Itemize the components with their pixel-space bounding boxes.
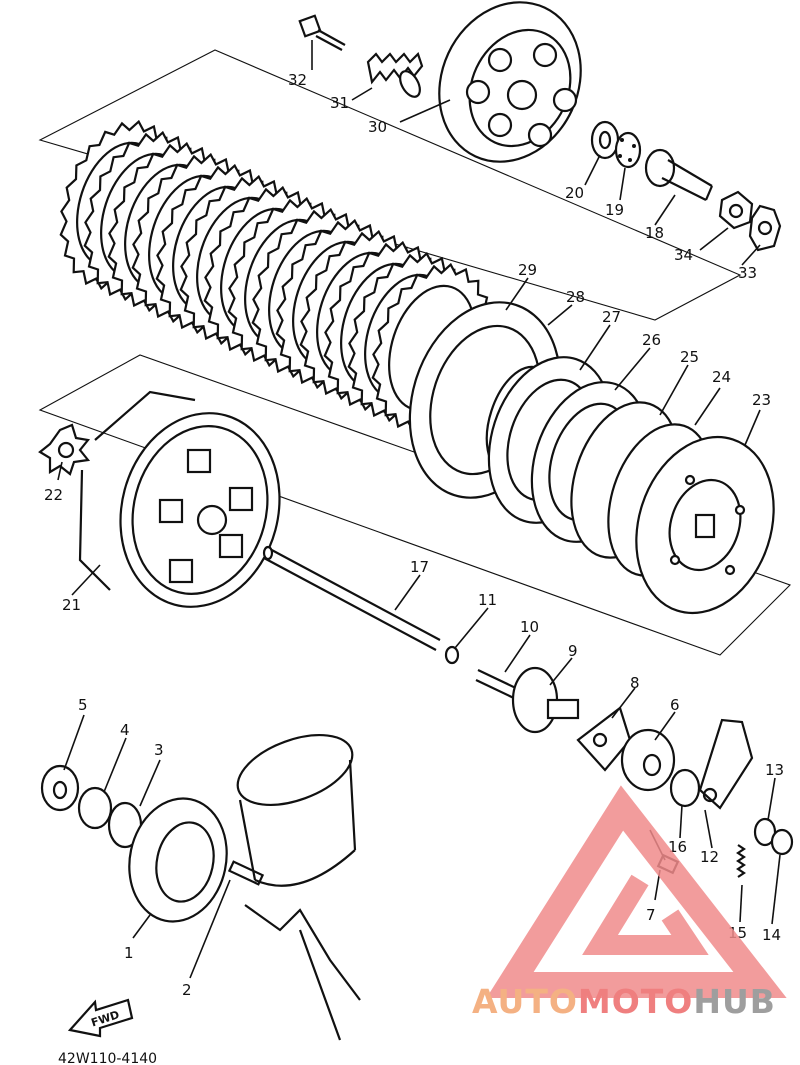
primary-drive-gear-1 bbox=[128, 797, 228, 923]
push-rod-17 bbox=[262, 545, 441, 651]
clutch-boss-23 bbox=[635, 435, 775, 615]
clutch-housing-21 bbox=[78, 390, 281, 608]
seal-6 bbox=[620, 728, 676, 792]
clutch-spring bbox=[366, 51, 424, 98]
callout-10: 10 bbox=[520, 618, 539, 636]
drawing-code: 42W110-4140 bbox=[58, 1051, 157, 1065]
push-rod-10 bbox=[475, 669, 521, 701]
callout-33: 33 bbox=[738, 264, 757, 282]
push-rod-18 bbox=[644, 148, 714, 201]
callout-29: 29 bbox=[518, 261, 537, 279]
callout-22: 22 bbox=[44, 486, 63, 504]
callout-3: 3 bbox=[154, 741, 164, 759]
plates-assembly-outline bbox=[38, 49, 742, 321]
automotohub-logo-icon bbox=[486, 785, 787, 998]
watermark-text: AUTOMOTOHUB bbox=[472, 982, 776, 1021]
washer-20 bbox=[590, 120, 620, 160]
watermark-moto: MOTO bbox=[578, 982, 693, 1021]
callout-25: 25 bbox=[680, 348, 699, 366]
crankshaft-outline bbox=[236, 734, 361, 1041]
watermark-hub: HUB bbox=[693, 982, 776, 1021]
pressure-plate bbox=[438, 1, 582, 163]
callout-30: 30 bbox=[368, 118, 387, 136]
callout-24: 24 bbox=[712, 368, 731, 386]
callout-34: 34 bbox=[674, 246, 693, 264]
callout-14: 14 bbox=[762, 926, 781, 944]
callout-labels: 1 2 3 4 5 6 7 8 9 10 11 12 13 14 15 16 1… bbox=[44, 71, 784, 999]
bearing-19 bbox=[614, 131, 642, 169]
callout-28: 28 bbox=[566, 288, 585, 306]
callout-9: 9 bbox=[568, 642, 578, 660]
hub-assembly-outline bbox=[38, 354, 792, 656]
nut-34 bbox=[718, 190, 754, 230]
forward-direction-arrow: FWD bbox=[67, 998, 134, 1038]
callout-1: 1 bbox=[124, 944, 134, 962]
callout-19: 19 bbox=[605, 201, 624, 219]
watermark-auto: AUTO bbox=[472, 982, 578, 1021]
lock-washer-33 bbox=[748, 204, 782, 252]
spring-15 bbox=[736, 844, 746, 878]
callout-18: 18 bbox=[645, 224, 664, 242]
callout-27: 27 bbox=[602, 308, 621, 326]
callout-31: 31 bbox=[330, 94, 349, 112]
nut-14 bbox=[770, 828, 794, 856]
callout-2: 2 bbox=[182, 981, 192, 999]
push-lever-9 bbox=[511, 666, 580, 734]
circlip-22 bbox=[38, 423, 91, 476]
clutch-bolt bbox=[298, 14, 346, 51]
callout-7: 7 bbox=[646, 906, 656, 924]
callout-11: 11 bbox=[478, 591, 497, 609]
callout-32: 32 bbox=[288, 71, 307, 89]
callout-4: 4 bbox=[120, 721, 130, 739]
callout-23: 23 bbox=[752, 391, 771, 409]
callout-21: 21 bbox=[62, 596, 81, 614]
clutch-lever-12 bbox=[698, 718, 754, 810]
callout-16: 16 bbox=[668, 838, 687, 856]
callout-17: 17 bbox=[410, 558, 429, 576]
callout-13: 13 bbox=[765, 761, 784, 779]
callout-8: 8 bbox=[630, 674, 640, 692]
ball-11 bbox=[444, 645, 460, 665]
callout-26: 26 bbox=[642, 331, 661, 349]
callout-6: 6 bbox=[670, 696, 680, 714]
bearing-16 bbox=[669, 768, 701, 808]
callout-20: 20 bbox=[565, 184, 584, 202]
nut-5 bbox=[40, 764, 80, 812]
lock-washer-4 bbox=[77, 786, 113, 830]
callout-12: 12 bbox=[700, 848, 719, 866]
clutch-plates-stack bbox=[59, 119, 493, 434]
callout-5: 5 bbox=[78, 696, 88, 714]
